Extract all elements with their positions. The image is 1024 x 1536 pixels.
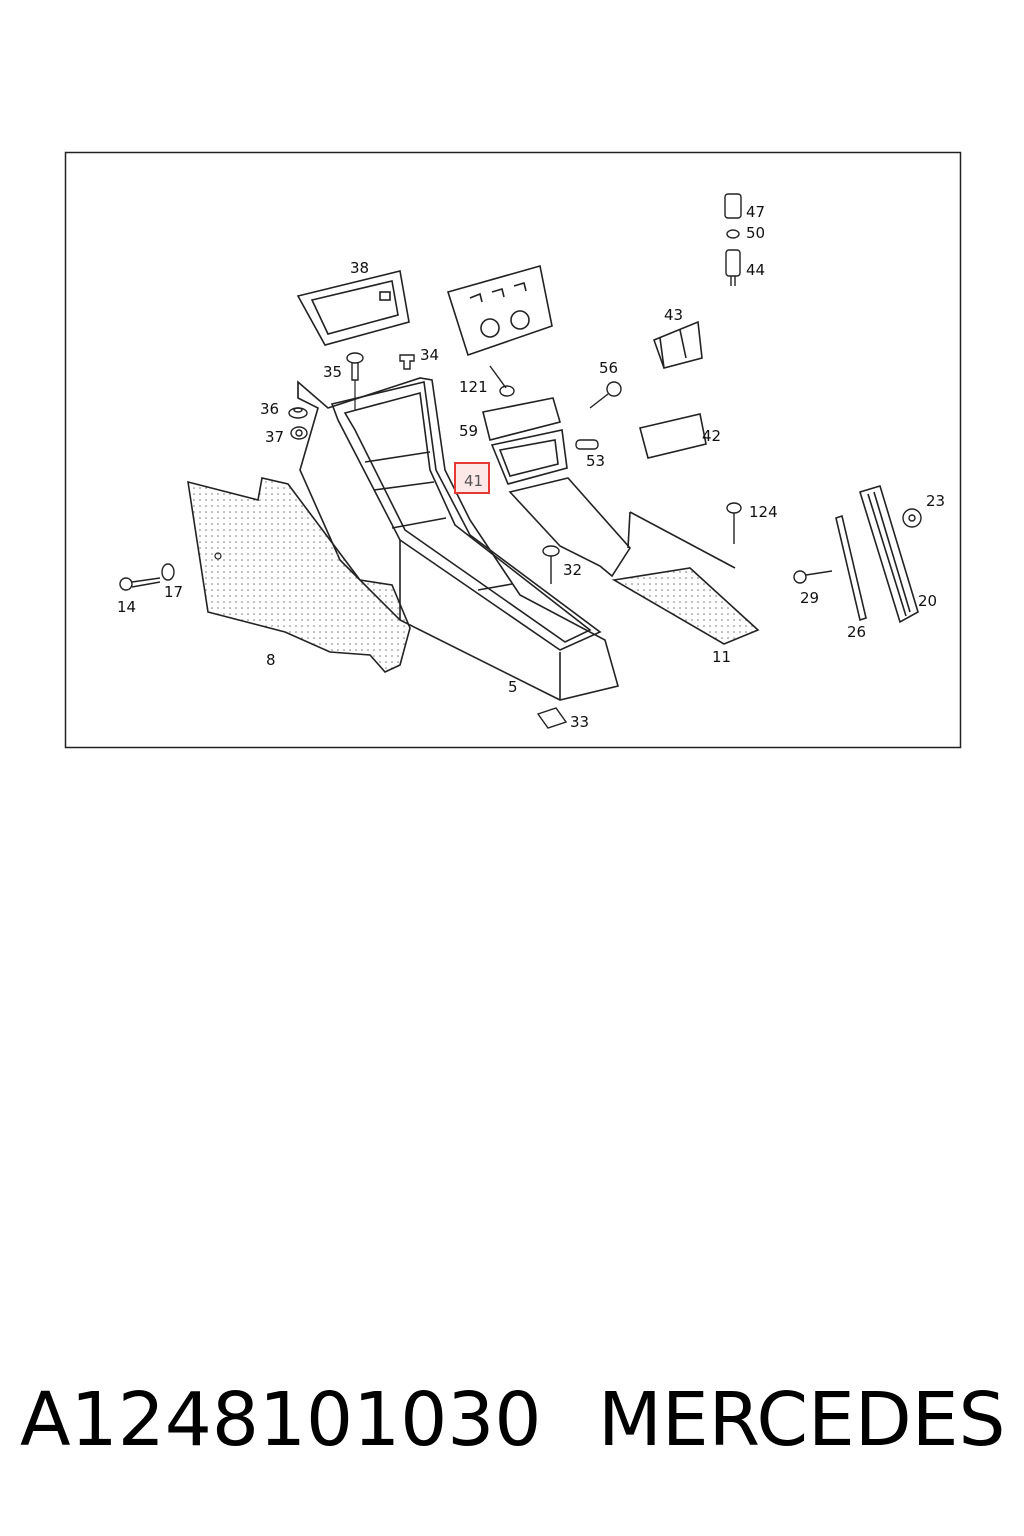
callout-42: 42 bbox=[702, 427, 721, 445]
part-43-block bbox=[652, 320, 703, 369]
part-14-17-screw bbox=[119, 563, 175, 591]
part-switch-panel bbox=[446, 264, 553, 357]
callout-37: 37 bbox=[265, 428, 284, 446]
parts-diagram: 38 34 35 121 36 37 59 41 47 50 44 43 56 … bbox=[64, 151, 962, 749]
part-23-knob bbox=[902, 508, 922, 528]
part-32-screw bbox=[542, 545, 560, 584]
part-47-50-44-switch bbox=[724, 193, 742, 286]
callout-124: 124 bbox=[749, 503, 778, 521]
callout-17: 17 bbox=[164, 583, 183, 601]
part-56-screw bbox=[589, 381, 622, 409]
part-11-mat bbox=[611, 567, 760, 645]
brand-name: MERCEDES bbox=[598, 1377, 1006, 1463]
leader-lines bbox=[297, 380, 356, 410]
callout-121: 121 bbox=[459, 378, 488, 396]
callout-34: 34 bbox=[420, 346, 439, 364]
callout-41: 41 bbox=[464, 472, 483, 490]
part-59-tray bbox=[482, 397, 561, 441]
callout-38: 38 bbox=[350, 259, 369, 277]
callout-36: 36 bbox=[260, 400, 279, 418]
callout-43: 43 bbox=[664, 306, 683, 324]
part-29-screw bbox=[793, 570, 833, 584]
callout-56: 56 bbox=[599, 359, 618, 377]
part-35-pin bbox=[346, 352, 364, 381]
callout-47: 47 bbox=[746, 203, 765, 221]
part-124-screw bbox=[726, 502, 742, 544]
callout-44: 44 bbox=[746, 261, 765, 279]
part-41-holder bbox=[490, 429, 568, 485]
part-20-sill bbox=[858, 485, 919, 624]
callout-29: 29 bbox=[800, 589, 819, 607]
callout-59: 59 bbox=[459, 422, 478, 440]
callout-8: 8 bbox=[266, 651, 276, 669]
part-26-strip bbox=[835, 514, 867, 622]
callout-33: 33 bbox=[570, 713, 589, 731]
callout-26: 26 bbox=[847, 623, 866, 641]
callout-5: 5 bbox=[508, 678, 518, 696]
callout-23: 23 bbox=[926, 492, 945, 510]
callout-14: 14 bbox=[117, 598, 136, 616]
highlight-box-41[interactable] bbox=[454, 462, 490, 494]
callout-11: 11 bbox=[712, 648, 731, 666]
part-33-clip bbox=[536, 707, 568, 729]
caption: A1248101030 MERCEDES bbox=[0, 1370, 1024, 1470]
part-121-screw bbox=[489, 365, 515, 397]
callout-20: 20 bbox=[918, 592, 937, 610]
part-rear-shelf bbox=[508, 477, 736, 578]
part-36-37-nuts bbox=[288, 407, 308, 440]
part-42-plate bbox=[639, 413, 707, 459]
part-38-panel bbox=[296, 270, 410, 346]
callout-35: 35 bbox=[323, 363, 342, 381]
part-number: A1248101030 bbox=[20, 1377, 542, 1463]
callout-50: 50 bbox=[746, 224, 765, 242]
part-53-bulb bbox=[575, 439, 599, 450]
callout-53: 53 bbox=[586, 452, 605, 470]
part-8-side-panel bbox=[187, 477, 411, 673]
callout-labels: 38 34 35 121 36 37 59 41 47 50 44 43 56 … bbox=[117, 203, 945, 731]
callout-32: 32 bbox=[563, 561, 582, 579]
diagram-border bbox=[64, 151, 962, 749]
part-34-clip bbox=[399, 354, 415, 370]
